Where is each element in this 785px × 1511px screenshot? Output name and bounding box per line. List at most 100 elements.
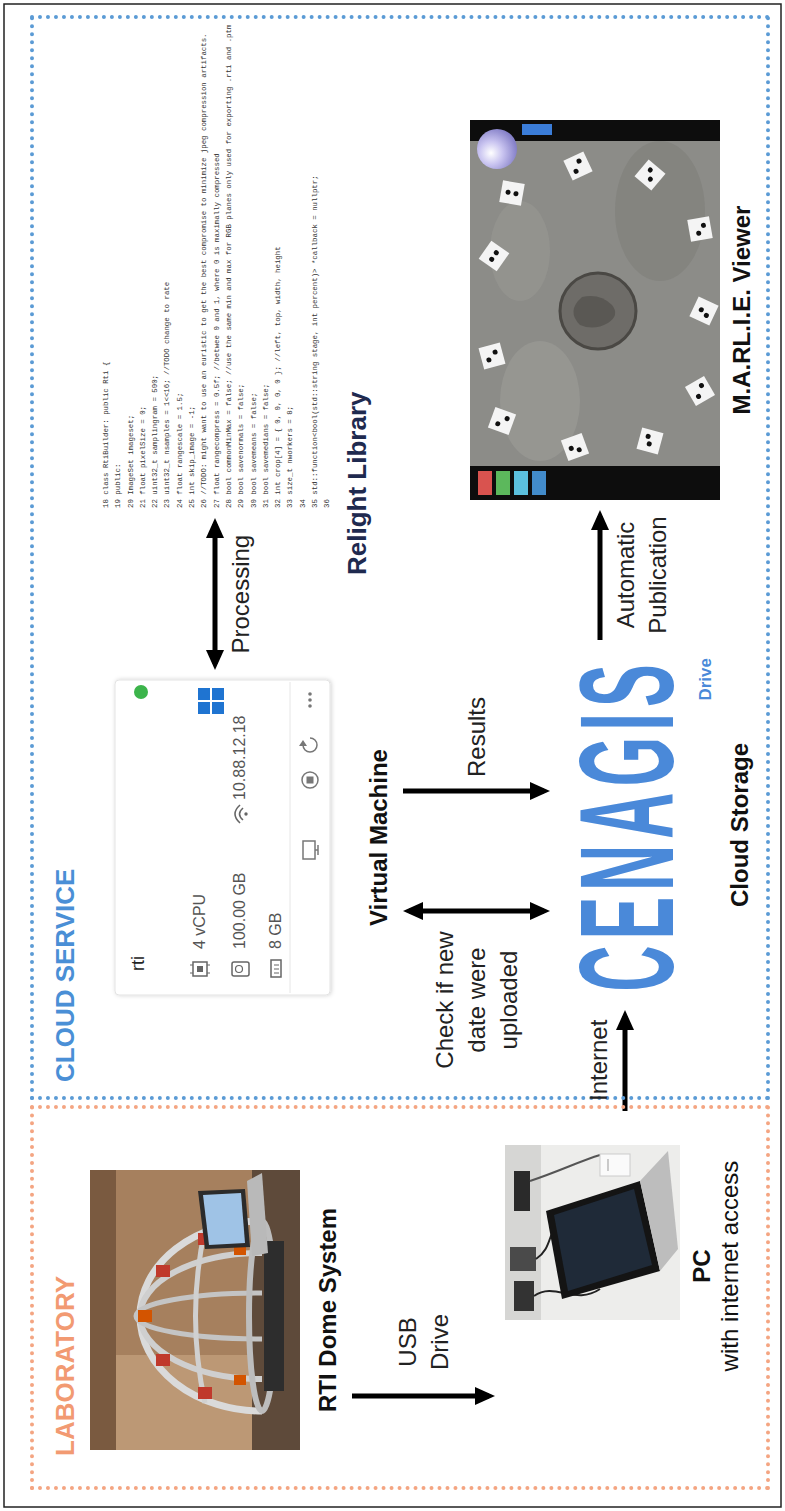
vm-name: rti	[127, 956, 149, 971]
pc-photo	[514, 1281, 534, 1311]
vm-card	[317, 845, 319, 855]
edge-label-box: Results	[461, 697, 493, 777]
viewer-screenshot	[645, 433, 651, 439]
pc-photo	[505, 1145, 541, 1320]
viewer-screenshot	[492, 349, 498, 355]
viewer-screenshot	[615, 141, 705, 281]
vm-spec: 8 GB	[266, 913, 286, 949]
viewer-screenshot	[495, 421, 501, 427]
viewer-screenshot	[698, 306, 705, 313]
vm-card	[308, 704, 312, 708]
viewer-screenshot	[561, 433, 589, 461]
code-line: 18 class RtiBuilder: public Rti {	[100, 362, 112, 508]
viewer-screenshot	[479, 343, 506, 370]
code-line: 19 public:	[112, 464, 124, 508]
node-sublabel: with internet access	[716, 1161, 744, 1372]
viewer-screenshot	[488, 407, 516, 435]
rti-dome-photo	[90, 1170, 300, 1450]
viewer-screenshot	[637, 428, 664, 455]
viewer-screenshot	[647, 166, 654, 173]
vm-card	[115, 680, 330, 995]
vm-card	[193, 962, 207, 976]
viewer-screenshot	[496, 471, 510, 495]
viewer-screenshot	[499, 180, 524, 205]
pc-node: PCwith internet access	[505, 1121, 744, 1411]
vm-card	[274, 965, 279, 966]
viewer-screenshot	[479, 343, 506, 370]
edge-label: Results	[461, 697, 493, 777]
viewer-screenshot	[685, 376, 715, 406]
logo-subtitle: Drive	[696, 658, 716, 701]
rti-dome-photo	[234, 1375, 246, 1385]
vm-card	[274, 973, 279, 974]
vm-card	[197, 966, 203, 972]
pc-photo	[600, 1154, 630, 1176]
edge-label: USB Drive	[392, 1302, 456, 1382]
viewer-screenshot	[470, 120, 720, 500]
figure-frame	[4, 4, 781, 1507]
code-line: 33 size_t nworkers = 8;	[284, 406, 296, 508]
viewer-screenshot	[486, 357, 492, 363]
viewer-screenshot	[478, 471, 492, 495]
virtual-machine-node: rti4 vCPU100.00 GB8 GB10.88.12.18Virtual…	[115, 680, 393, 995]
viewer-screenshot	[576, 158, 583, 165]
vm-card	[290, 682, 291, 993]
vm-card	[198, 702, 210, 714]
flow-arrow	[213, 524, 218, 664]
edge-label: Processing	[225, 535, 257, 654]
pc-photo	[514, 1171, 530, 1211]
vm-card	[207, 965, 210, 966]
viewer-screenshot	[687, 216, 712, 241]
viewer-screenshot	[488, 256, 495, 263]
vm-card	[207, 973, 210, 974]
logo-wordmark: CENAGIS	[560, 658, 694, 992]
node-label: RTI Dome System	[314, 1208, 342, 1412]
laboratory-region: LABORATORYRTI Dome SystemPCwith internet…	[30, 1105, 770, 1490]
region-title: CLOUD SERVICE	[50, 869, 80, 1082]
code-line: 31 bool savemedians = false;	[260, 384, 272, 508]
viewer-screenshot	[470, 120, 720, 500]
pc-photo	[640, 1151, 678, 1271]
viewer-screenshot	[568, 445, 574, 451]
vm-card	[232, 962, 249, 976]
edge-label-box: Check if new date were uploaded	[429, 925, 525, 1075]
photo-area	[470, 120, 720, 500]
rti-dome-photo	[156, 1265, 170, 1277]
node-label: Cloud Storage	[726, 743, 754, 907]
vm-card	[115, 680, 330, 995]
edge-label-box: USB Drive	[392, 1302, 456, 1382]
viewer-screenshot	[522, 124, 552, 135]
rti-dome-photo	[140, 1253, 262, 1379]
vm-spec: 100.00 GB	[230, 873, 250, 950]
viewer-screenshot	[513, 191, 519, 197]
pc-photo	[505, 1145, 680, 1320]
viewer-screenshot	[561, 433, 589, 461]
viewer-screenshot	[637, 428, 664, 455]
code-line: 28 bool commonMinMax = false; //use the …	[223, 25, 235, 508]
photo-area	[505, 1145, 680, 1320]
pc-photo	[608, 1159, 609, 1171]
vm-card	[307, 777, 314, 784]
code-line: 20 ImageSet imageset;	[125, 415, 137, 508]
viewer-screenshot	[477, 129, 517, 169]
code-line: 22 uint32_t samplingram = 500;	[149, 375, 161, 508]
code-line: 21 float pixelSize = 0;	[137, 406, 149, 508]
pc-photo	[505, 1145, 680, 1320]
code-line: 23 uint32_t nsamples = 1<<16; //TODO cha…	[161, 282, 173, 508]
vm-card	[134, 685, 148, 699]
code-line: 25 int skip_image = -1;	[186, 406, 198, 508]
vm-card	[308, 698, 312, 702]
viewer-screenshot	[703, 312, 710, 319]
viewer-screenshot	[499, 180, 524, 205]
rti-dome-photo	[198, 1387, 212, 1399]
vm-card	[190, 973, 193, 974]
ip-address: 10.88.12.18	[230, 715, 250, 800]
viewer-screenshot	[563, 151, 592, 180]
vm-card	[236, 966, 243, 973]
code-line: 30 bool savemeans = false;	[248, 393, 260, 508]
flow-arrow	[403, 789, 544, 794]
viewer-screenshot	[504, 415, 510, 421]
